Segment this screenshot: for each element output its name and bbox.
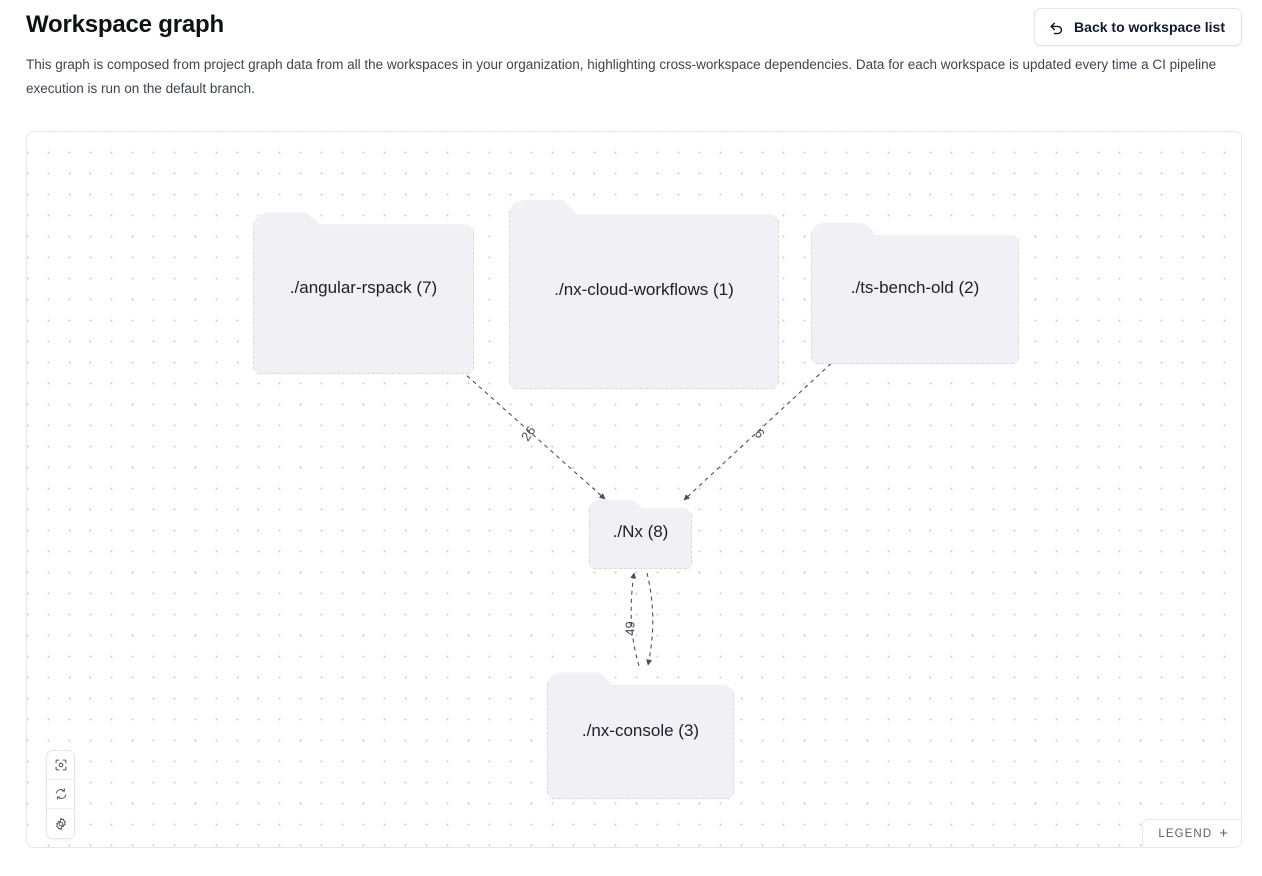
folder-shape <box>253 212 474 374</box>
page-description: This graph is composed from project grap… <box>26 57 1217 96</box>
graph-node-nx[interactable]: ./Nx (8) <box>589 494 692 569</box>
page-title: Workspace graph <box>26 11 224 38</box>
refresh-graph-button[interactable] <box>47 780 74 809</box>
folder-shape <box>509 199 779 389</box>
plus-icon: + <box>1219 824 1228 842</box>
gear-icon <box>54 817 68 831</box>
legend-label: LEGEND <box>1158 827 1213 840</box>
graph-controls <box>46 750 75 839</box>
focus-graph-button[interactable] <box>47 751 74 780</box>
back-to-workspace-list-button[interactable]: Back to workspace list <box>1034 8 1242 46</box>
graph-node-ts-bench-old[interactable]: ./ts-bench-old (2) <box>811 212 1019 364</box>
folder-shape <box>589 500 692 569</box>
graph-node-nx-cloud-workflows[interactable]: ./nx-cloud-workflows (1) <box>509 190 779 389</box>
back-arrow-icon <box>1048 19 1065 36</box>
graph-edges <box>454 357 838 667</box>
edge-nx-console-to-nx <box>630 572 640 667</box>
page-header: Workspace graph Back to workspace list <box>26 8 1242 46</box>
edge-ts-bench-old-to-nx <box>683 357 838 501</box>
back-button-label: Back to workspace list <box>1074 19 1225 35</box>
workspace-graph-canvas[interactable]: 26 6 49 ./angular-rspack (7) ./nx-cloud-… <box>26 131 1242 848</box>
edge-angular-rspack-to-nx <box>454 364 606 500</box>
edge-nx-to-nx-console <box>646 572 654 666</box>
graph-node-angular-rspack[interactable]: ./angular-rspack (7) <box>253 202 474 374</box>
legend-toggle-button[interactable]: LEGEND + <box>1142 819 1241 847</box>
graph-settings-button[interactable] <box>47 809 74 838</box>
graph-layer: 26 6 49 ./angular-rspack (7) ./nx-cloud-… <box>27 132 1241 847</box>
folder-shape <box>811 222 1019 364</box>
folder-shape <box>547 672 734 799</box>
graph-node-nx-console[interactable]: ./nx-console (3) <box>547 663 734 799</box>
focus-target-icon <box>54 758 68 772</box>
refresh-icon <box>54 787 68 801</box>
